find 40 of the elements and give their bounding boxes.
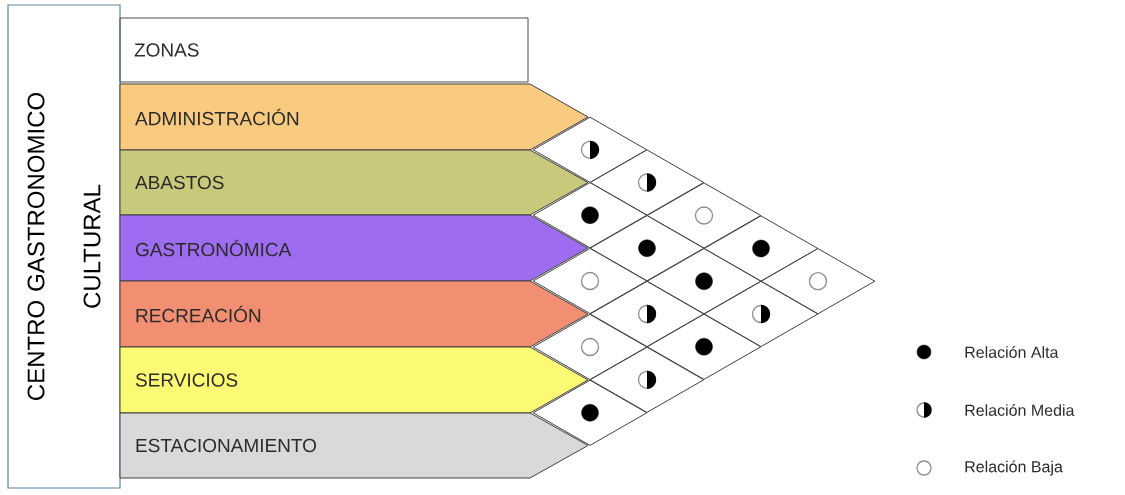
header-box: ZONAS bbox=[119, 17, 529, 83]
zone-band: ESTACIONAMIENTO bbox=[119, 412, 589, 479]
matrix-cell bbox=[760, 248, 876, 315]
relation-mark bbox=[808, 272, 828, 291]
zone-band: RECREACIÓN bbox=[119, 280, 589, 348]
matrix-cell bbox=[703, 215, 819, 282]
relation-mark bbox=[580, 337, 600, 357]
matrix-cell bbox=[646, 182, 762, 249]
relation-mark bbox=[637, 173, 657, 192]
relation-mark bbox=[694, 206, 714, 225]
relation-mark bbox=[638, 239, 656, 257]
matrix-cell bbox=[589, 149, 705, 216]
relation-mark bbox=[695, 338, 713, 356]
matrix-cell bbox=[532, 247, 648, 315]
zone-band: ADMINISTRACIÓN bbox=[119, 83, 589, 151]
relation-mark bbox=[752, 239, 770, 258]
legend-label: Relación Alta bbox=[965, 346, 1059, 358]
matrix-cell bbox=[703, 280, 819, 348]
matrix-cell bbox=[532, 116, 648, 183]
matrix-cell bbox=[589, 215, 705, 282]
relation-mark bbox=[580, 140, 600, 159]
matrix-cell bbox=[646, 248, 762, 315]
matrix-cell bbox=[532, 313, 648, 381]
relation-mark bbox=[581, 404, 599, 422]
zone-band: SERVICIOS bbox=[119, 346, 589, 414]
zone-band: GASTRONÓMICA bbox=[119, 214, 589, 282]
matrix-cell bbox=[589, 346, 705, 413]
matrix-cell bbox=[589, 280, 705, 348]
matrix-cell bbox=[532, 182, 648, 249]
matrix-cell bbox=[646, 313, 762, 380]
relation-mark bbox=[637, 370, 657, 389]
relation-mark bbox=[751, 304, 771, 324]
relation-mark bbox=[580, 271, 600, 291]
relation-mark bbox=[695, 272, 713, 290]
relation-mark bbox=[581, 206, 599, 224]
relation-mark bbox=[637, 304, 657, 324]
zone-band: ABASTOS bbox=[119, 149, 589, 216]
matrix-cell bbox=[532, 379, 648, 446]
legend-label: Relación Baja bbox=[965, 460, 1063, 476]
legend-label: Relación Media bbox=[965, 404, 1075, 416]
